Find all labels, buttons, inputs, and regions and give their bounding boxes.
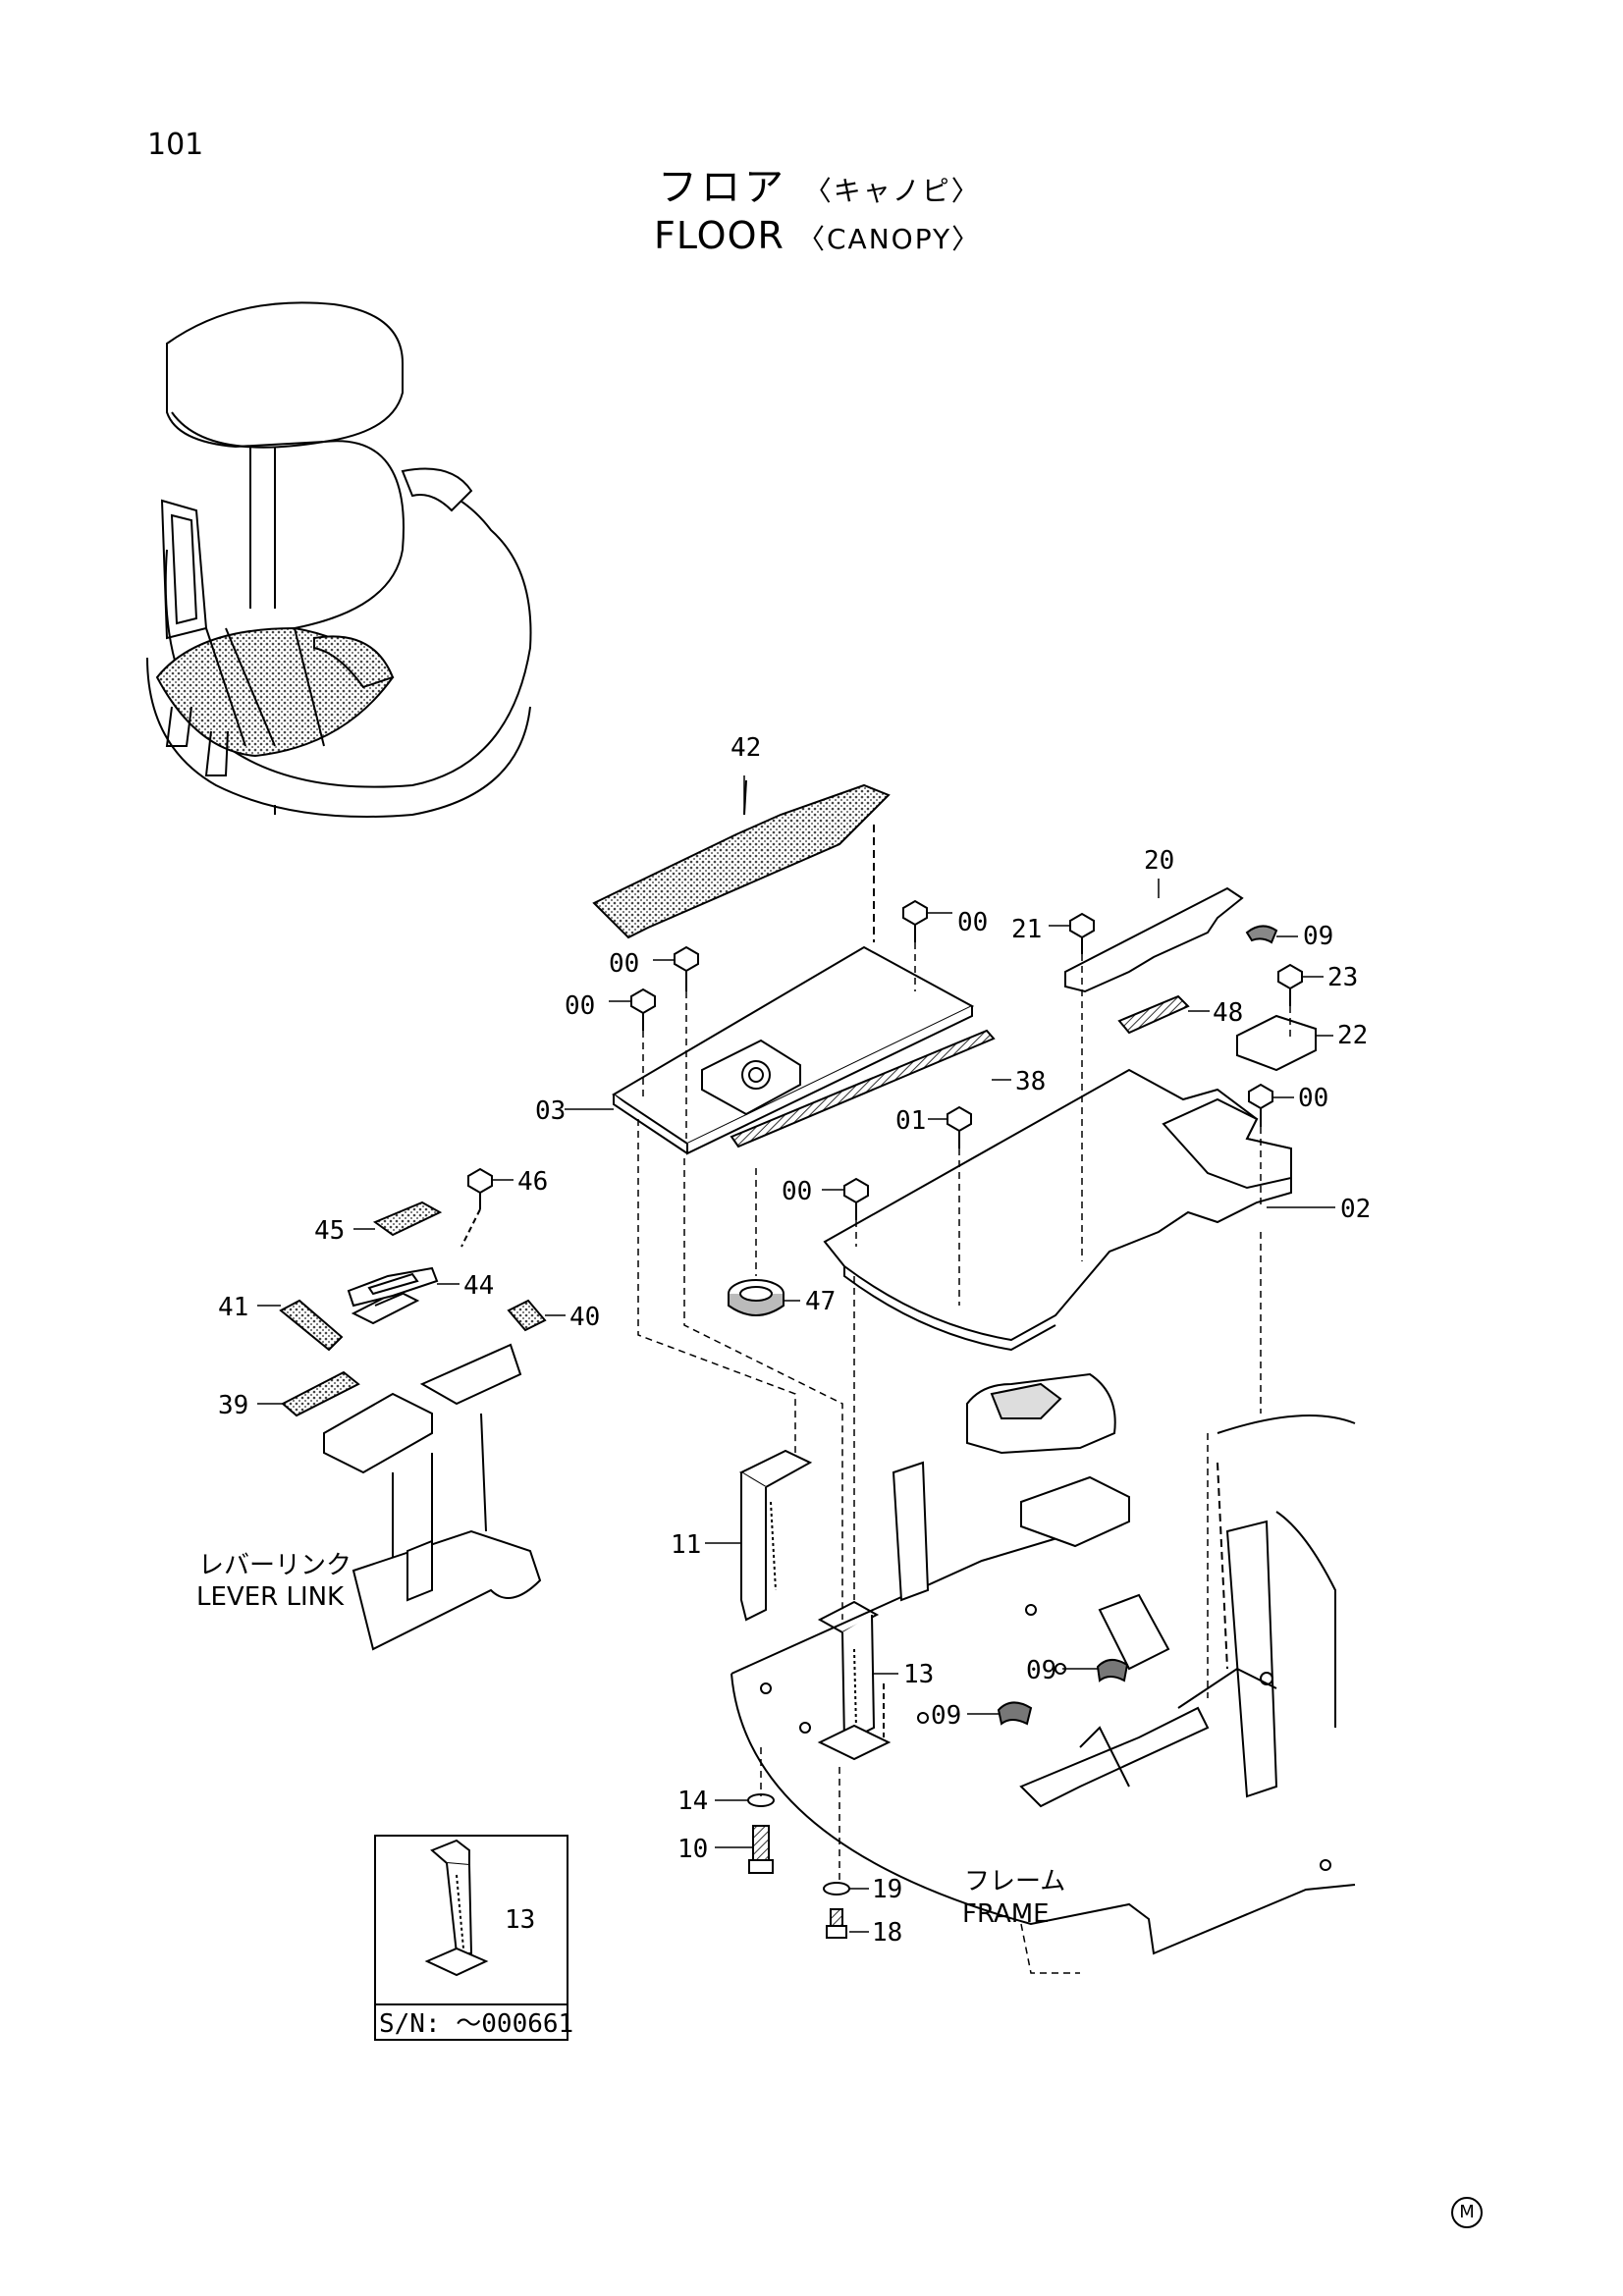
label-lever-link-en: LEVER LINK [196, 1582, 345, 1612]
title-jp-sub: 〈キャノピ〉 [803, 175, 981, 207]
label-frame-jp: フレーム [964, 1867, 1065, 1896]
bolt-00-b [674, 945, 699, 991]
callout-22: 22 [1337, 1021, 1368, 1050]
bolt-00-c [630, 988, 656, 1031]
label-lever-link-jp: レバーリンク [198, 1551, 352, 1580]
callout-19: 19 [872, 1875, 902, 1904]
lever-link-parts [279, 1201, 547, 1417]
label-serial: S/N: ～000661 [379, 2009, 573, 2039]
callout-48: 48 [1213, 998, 1243, 1028]
callout-09-b: 09 [1026, 1656, 1056, 1685]
callout-42: 42 [730, 733, 761, 763]
callout-00-d: 00 [1298, 1084, 1328, 1113]
bolt-23 [1277, 963, 1303, 1006]
clip-09-top [1245, 925, 1278, 944]
callout-11: 11 [671, 1530, 701, 1560]
clips-09 [997, 1659, 1129, 1726]
callout-45: 45 [314, 1216, 345, 1246]
grommet-47 [728, 1279, 784, 1316]
title-english: FLOOR 〈CANOPY〉 [654, 214, 981, 257]
bottom-fasteners [747, 1793, 850, 1939]
alignment-lines [637, 942, 1291, 1974]
callout-09-a: 09 [1303, 922, 1333, 951]
machine-overview [146, 301, 532, 818]
callout-13: 13 [903, 1660, 934, 1689]
bolts [467, 899, 1303, 1220]
bolt-01 [947, 1105, 972, 1148]
bolt-21 [1069, 912, 1095, 954]
seal-strip-38 [730, 1029, 996, 1148]
callout-41: 41 [218, 1293, 248, 1322]
bolt-46 [467, 1167, 493, 1209]
corner-m-mark: M [1451, 2197, 1483, 2228]
callout-39: 39 [218, 1391, 248, 1420]
callout-02: 02 [1340, 1195, 1371, 1224]
text-labels: レバーリンク LEVER LINK フレーム FRAME S/N: ～00066… [196, 1551, 1065, 2039]
serial-inset [374, 1835, 568, 2041]
floor-mat-42 [592, 779, 891, 942]
bolt-00-a [902, 899, 928, 942]
floor-plate-02 [823, 1068, 1292, 1352]
callout-47: 47 [805, 1287, 836, 1316]
title-japanese: フロア 〈キャノピ〉 [658, 155, 981, 212]
callout-40: 40 [569, 1303, 600, 1332]
callout-18: 18 [872, 1918, 902, 1948]
bolt-00-e [1248, 1083, 1273, 1127]
plate-22 [1236, 1014, 1317, 1072]
callout-00-a: 00 [957, 908, 988, 937]
label-frame-en: FRAME [962, 1899, 1050, 1929]
page-number: 101 [147, 128, 204, 162]
title-en-sub: 〈CANOPY〉 [797, 223, 982, 255]
callout-00-e: 00 [782, 1177, 812, 1206]
callout-44: 44 [463, 1271, 494, 1301]
callout-38: 38 [1015, 1067, 1046, 1096]
callout-01: 01 [895, 1106, 926, 1136]
callout-00-c: 00 [565, 991, 595, 1021]
title-jp-main: フロア [658, 165, 787, 210]
callout-14: 14 [677, 1787, 708, 1816]
support-11 [738, 1449, 813, 1622]
callout-13-inset: 13 [505, 1905, 535, 1935]
callout-09-c: 09 [931, 1701, 961, 1731]
callout-21: 21 [1011, 915, 1042, 944]
callout-03: 03 [535, 1096, 566, 1126]
support-13 [817, 1600, 892, 1761]
callout-00-b: 00 [609, 949, 639, 979]
lever-link-assembly [323, 1343, 542, 1651]
frame [730, 1372, 1356, 1955]
floor-plate-03 [612, 945, 975, 1155]
bracket-20 [1064, 886, 1244, 993]
spacer-48 [1117, 994, 1190, 1035]
callout-20: 20 [1144, 846, 1174, 876]
bolt-00-d [843, 1177, 869, 1220]
callout-10: 10 [677, 1835, 708, 1864]
callouts: 42 20 00 21 09 00 23 00 48 22 03 38 00 0… [218, 733, 1371, 1948]
callout-46: 46 [517, 1167, 548, 1197]
title-en-main: FLOOR [654, 214, 784, 257]
callout-23: 23 [1327, 963, 1358, 992]
